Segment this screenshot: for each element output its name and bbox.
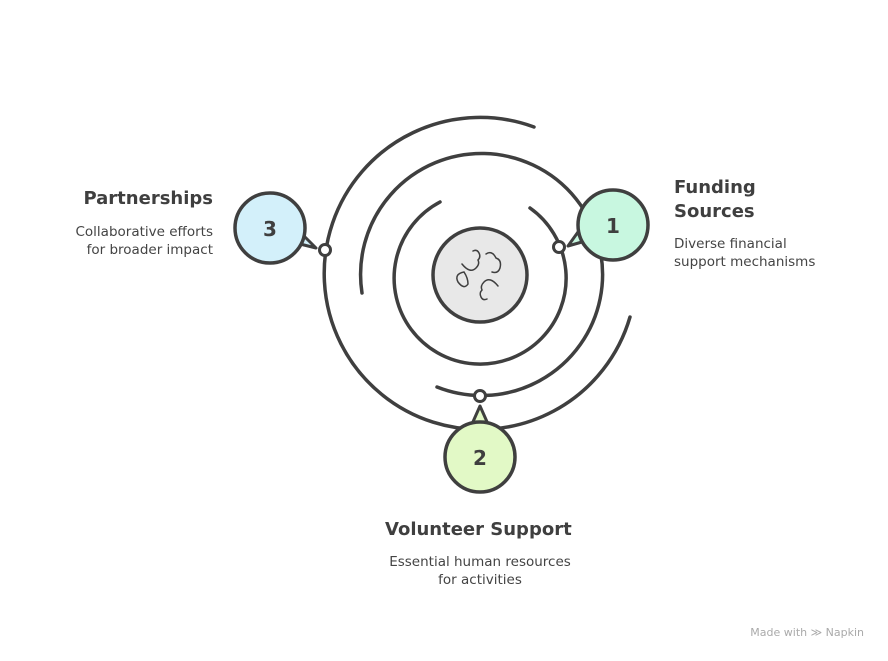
napkin-logo-icon: ≫ [810,626,823,639]
bubble-1[interactable]: 1 [552,188,650,262]
description-line: Diverse financial [674,236,787,252]
orbit-ring-middle [358,151,605,398]
bubble-number: 2 [473,446,487,470]
volunteer-support-description: Essential human resources for activities [370,553,590,589]
made-with-label: Made with [750,626,808,639]
fist-bump-icon [456,249,502,301]
bubble-2[interactable]: 2 [443,389,517,494]
center-hub [431,226,529,324]
bubble-3[interactable]: 3 [233,191,332,265]
brand-label: Napkin [825,626,864,639]
orbit-ring-outer [322,115,632,432]
title-line: Funding [674,177,756,198]
bubble-number: 1 [606,214,620,238]
description-line: for activities [438,572,522,588]
napkin-watermark: Made with ≫ Napkin [750,626,864,639]
partnerships-description: Collaborative efforts for broader impact [76,223,214,259]
bubble-number: 3 [263,217,277,241]
connector-dot [473,389,487,403]
partnerships-title: Partnerships [83,188,213,209]
funding-sources-description: Diverse financial support mechanisms [674,235,815,271]
connector-dot [552,240,566,254]
orbit-ring-inner [392,200,568,366]
description-line: for broader impact [86,242,213,258]
description-line: support mechanisms [674,254,816,270]
description-line: Collaborative efforts [75,224,214,240]
volunteer-support-title: Volunteer Support [385,519,572,540]
description-line: Essential human resources [389,554,571,570]
connector-dot [318,243,332,257]
title-line: Sources [674,201,755,222]
funding-sources-title: Funding Sources [674,176,756,224]
